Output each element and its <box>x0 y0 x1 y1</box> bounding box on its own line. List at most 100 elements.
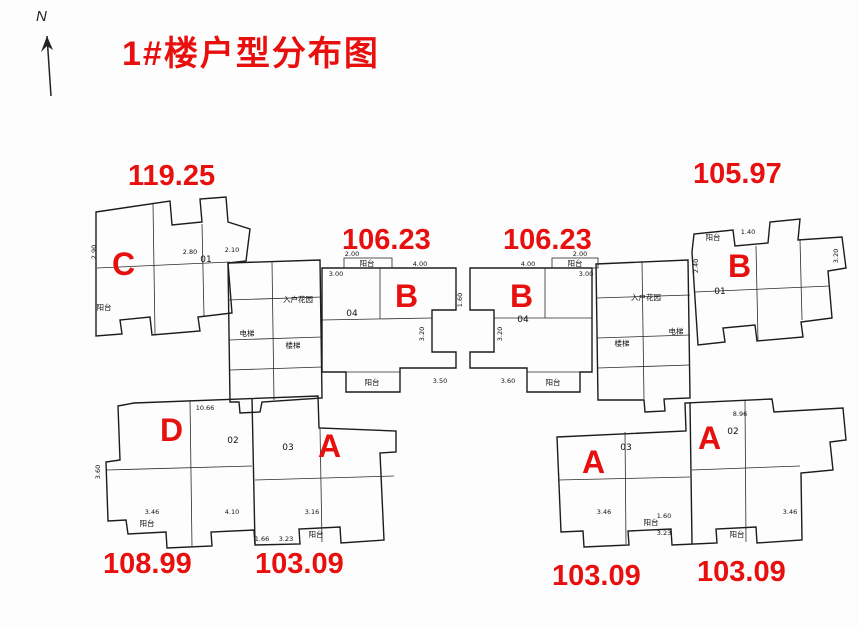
dimension-label: 3.60 <box>501 377 515 385</box>
area-label-b-top-right: 105.97 <box>693 158 782 190</box>
unit-b-top-right-outline <box>691 218 847 346</box>
area-label-a-bottom-right: 103.09 <box>697 556 786 588</box>
unit-letter-b-left: B <box>395 278 419 314</box>
room-label: 阳台 <box>97 302 112 312</box>
unit-letter-b-right: B <box>510 278 534 314</box>
unit-letter-b-top-right: B <box>728 248 752 284</box>
room-label: 楼梯 <box>286 340 301 350</box>
unit-b-top-right-partition <box>755 245 759 341</box>
unit-d-partition <box>189 399 193 548</box>
core-right-outline <box>595 259 691 413</box>
core-left-partition <box>229 366 323 371</box>
unit-b-top-right-number: 01 <box>714 287 725 297</box>
page-title: 1#楼户型分布图 <box>122 35 380 73</box>
dimension-label: 3.20 <box>418 327 426 341</box>
room-label: 阳台 <box>644 517 659 527</box>
area-label-a-bottom-mid: 103.09 <box>552 560 641 592</box>
dimension-label: 1.60 <box>456 293 464 307</box>
dimension-label: 8.96 <box>733 410 747 418</box>
unit-a-right-partition <box>691 465 801 471</box>
room-label: 阳台 <box>568 258 583 268</box>
dimension-label: 2.00 <box>345 250 359 258</box>
unit-letter-c: C <box>112 246 136 282</box>
core-left-outline <box>227 259 323 414</box>
room-label: 阳台 <box>309 529 324 539</box>
room-label: 阳台 <box>706 232 721 242</box>
unit-a-bottom-mid-number: 03 <box>620 443 631 453</box>
dimension-label: 3.16 <box>305 508 319 516</box>
unit-a-left-partition <box>319 427 323 543</box>
plan-annotations: 阳台阳台阳台阳台阳台阳台阳台阳台阳台阳台楼梯楼梯电梯电梯入户花园入户花园2.80… <box>90 228 840 543</box>
unit-d-number: 02 <box>227 436 238 446</box>
core-right-partition <box>595 294 691 299</box>
unit-b-left-balcony <box>343 257 393 269</box>
dimension-label: 1.60 <box>657 512 671 520</box>
dimension-label: 3.20 <box>496 327 504 341</box>
dimension-label: 3.46 <box>783 508 797 516</box>
unit-letter-d: D <box>160 412 184 448</box>
room-label: 楼梯 <box>615 338 630 348</box>
room-label: 阳台 <box>360 258 375 268</box>
unit-a-bottom-left-number: 03 <box>282 443 293 453</box>
area-label-b-right: 106.23 <box>503 224 592 256</box>
north-label: N <box>36 8 47 25</box>
dimension-label: 3.00 <box>579 270 593 278</box>
unit-d-a-party-wall <box>251 397 256 545</box>
dimension-label: 1.66 <box>255 535 269 543</box>
room-label: 电梯 <box>240 328 255 338</box>
unit-a-left-partition <box>254 475 395 481</box>
unit-b-left-outline <box>321 267 457 393</box>
dimension-label: 3.50 <box>433 377 447 385</box>
unit-d-partition <box>106 465 253 471</box>
dimension-label: 3.60 <box>94 465 102 479</box>
core-left-partition <box>228 336 323 341</box>
unit-a-mid-partition <box>557 476 691 481</box>
room-label: 入户花园 <box>283 294 313 304</box>
dimension-label: 4.00 <box>413 260 427 268</box>
unit-b-top-right-partition <box>694 285 831 293</box>
unit-letter-a-bottom-mid: A <box>582 444 606 480</box>
dimension-label: 3.00 <box>329 270 343 278</box>
dimension-label: 4.00 <box>521 260 535 268</box>
dimension-label: 3.46 <box>597 508 611 516</box>
room-label: 电梯 <box>669 326 684 336</box>
unit-c-partition <box>152 203 156 335</box>
area-label-c: 119.25 <box>128 160 216 192</box>
unit-a-right-partition <box>744 400 747 543</box>
core-left-partition <box>227 296 323 301</box>
unit-a-mid-partition <box>624 431 627 545</box>
dimension-label: 3.23 <box>657 529 671 537</box>
unit-b-left-number: 04 <box>346 309 358 319</box>
dimension-label: 10.66 <box>196 404 215 412</box>
north-arrow-icon <box>41 35 53 97</box>
area-label-a-bottom-left: 103.09 <box>255 548 344 580</box>
dimension-label: 3.23 <box>279 535 293 543</box>
area-label-b-left: 106.23 <box>342 224 431 256</box>
dimension-label: 2.40 <box>692 259 700 273</box>
room-label: 阳台 <box>546 377 561 387</box>
dimension-label: 1.40 <box>741 228 755 236</box>
dimension-label: 2.80 <box>183 248 197 256</box>
unit-letter-a-bottom-right: A <box>698 420 722 456</box>
unit-b-right-balcony <box>551 257 599 269</box>
dimension-label: 2.90 <box>90 245 98 259</box>
north-arrow: N <box>30 8 74 100</box>
room-label: 阳台 <box>730 529 745 539</box>
core-right-partition <box>597 364 691 369</box>
core-right-partition <box>641 260 645 400</box>
core-left-partition <box>271 261 275 401</box>
dimension-label: 3.46 <box>145 508 159 516</box>
room-label: 阳台 <box>365 377 380 387</box>
unit-b-left-partition <box>321 317 433 321</box>
room-label: 入户花园 <box>631 292 661 302</box>
unit-letter-a-bottom-left: A <box>318 428 342 464</box>
unit-c-number: 01 <box>200 255 211 265</box>
unit-b-right-outline <box>469 267 593 393</box>
unit-a-bottom-right-number: 02 <box>727 427 738 437</box>
dimension-label: 2.00 <box>573 250 587 258</box>
unit-b-top-right-partition <box>799 239 803 321</box>
dimension-label: 3.20 <box>832 249 840 263</box>
area-label-d: 108.99 <box>103 548 192 580</box>
